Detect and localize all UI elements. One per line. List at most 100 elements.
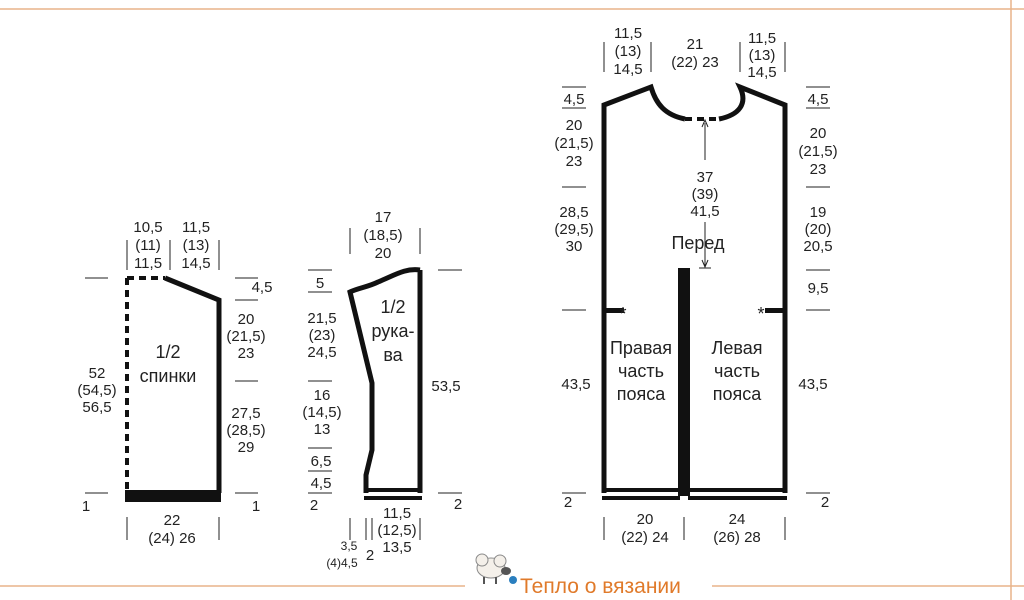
sleeve-title-1: 1/2 [380,297,405,317]
sleeve-guides [308,228,462,540]
front-center-3: 41,5 [690,203,719,220]
front-outline [601,82,788,493]
sleeve-bottom-3: 13,5 [382,539,411,556]
sleeve-cuff-a-1: 3,5 [341,539,358,553]
front-piece [562,42,830,540]
sheep-logo-icon [475,553,517,584]
back-shoulder-right [164,275,222,493]
front-extra-r: 9,5 [808,280,829,297]
front-right-part-2: часть [618,361,664,381]
front-width-l-1: 20 [637,511,654,528]
back-shoulder-drop: 4,5 [252,279,273,296]
sleeve-hem-bottom [364,496,422,500]
sleeve-hem-top [364,488,422,492]
front-shoulder-r-2: (13) [749,47,776,64]
front-armhole-l-1: 20 [566,117,583,134]
front-hem-left-top [602,488,680,492]
front-hem-right-bottom [688,496,787,500]
front-width-r-2: (26) 28 [713,529,761,546]
front-drop-r: 4,5 [808,91,829,108]
back-title-line1: 1/2 [155,342,180,362]
back-shoulder-width-2: (11) [135,237,161,254]
front-upper-l-2: (29,5) [554,221,593,238]
front-armhole-r-2: (21,5) [798,143,837,160]
back-hem-left: 1 [82,498,90,515]
front-hem-r: 2 [821,494,829,511]
back-title-line2: спинки [140,366,197,386]
back-side-3: 29 [238,439,255,456]
front-neck-2: (22) 23 [671,54,719,71]
front-center-1: 37 [697,169,714,186]
front-right-part-3: пояса [617,384,667,404]
sleeve-title-3: ва [383,345,403,365]
back-armhole-3: 23 [238,345,255,362]
back-side-2: (28,5) [226,422,265,439]
back-shoulder-width-3: 11,5 [134,255,162,272]
back-height-2: (54,5) [77,382,116,399]
front-center-band [678,268,690,496]
front-star-right: * [757,304,764,324]
front-armhole-l-2: (21,5) [554,135,593,152]
front-upper-r-1: 19 [810,204,827,221]
back-neck-width-3: 14,5 [181,255,210,272]
sleeve-piece [308,228,462,540]
front-upper-r-3: 20,5 [803,238,832,255]
front-star-left: * [619,304,626,324]
sleeve-hem-right: 2 [454,496,462,513]
back-height-3: 56,5 [82,399,111,416]
sleeve-mid-3: 13 [314,421,331,438]
sleeve-length: 53,5 [431,378,460,395]
sleeve-seg-2: 4,5 [311,475,332,492]
front-width-r-1: 24 [729,511,746,528]
front-upper-r-2: (20) [805,221,832,238]
sleeve-cap-rise: 5 [316,275,324,292]
back-shoulder-width-1: 10,5 [133,219,162,236]
front-hem-right-top [688,488,787,492]
front-drop-l: 4,5 [564,91,585,108]
front-lower-r: 43,5 [798,376,827,393]
back-width-1: 22 [164,512,181,529]
front-armhole-r-1: 20 [810,125,827,142]
front-left-part-3: пояса [713,384,763,404]
front-guides [562,42,830,540]
sleeve-title-2: рука- [371,321,414,341]
sleeve-top-width-2: (18,5) [363,227,402,244]
watermark-text: Тепло о вязании [520,575,681,598]
front-shoulder-l-2: (13) [615,43,642,60]
front-right-part-1: Правая [610,338,672,358]
front-shoulder-l-3: 14,5 [613,61,642,78]
front-width-l-2: (22) 24 [621,529,669,546]
sleeve-seg-3: 2 [310,497,318,514]
sleeve-seg-1: 6,5 [311,453,332,470]
sleeve-outline [347,267,423,493]
sleeve-top-width-1: 17 [375,209,392,226]
front-marker-left [604,308,624,313]
front-marker-right [765,308,785,313]
back-guides [85,240,258,540]
back-armhole-1: 20 [238,311,255,328]
sleeve-bottom-1: 11,5 [383,505,411,522]
front-shoulder-r-1: 11,5 [748,30,776,47]
sleeve-cuff-a-2: (4)4,5 [326,556,358,570]
sleeve-cuff-b: 2 [366,547,374,564]
back-neck-width-2: (13) [183,237,210,254]
back-side-1: 27,5 [231,405,260,422]
back-hem-right: 1 [252,498,260,515]
sleeve-upper-2: (23) [309,327,336,344]
front-hem-left-bottom [602,496,680,500]
front-upper-l-1: 28,5 [559,204,588,221]
back-width-2: (24) 26 [148,530,196,547]
sleeve-mid-1: 16 [314,387,331,404]
front-lower-l: 43,5 [561,376,590,393]
front-title: Перед [671,233,725,253]
front-center-2: (39) [692,186,719,203]
sleeve-upper-1: 21,5 [307,310,336,327]
back-height-1: 52 [89,365,106,382]
sleeve-mid-2: (14,5) [302,404,341,421]
front-neck-1: 21 [687,36,704,53]
front-left-part-1: Левая [712,338,763,358]
sleeve-upper-3: 24,5 [307,344,336,361]
